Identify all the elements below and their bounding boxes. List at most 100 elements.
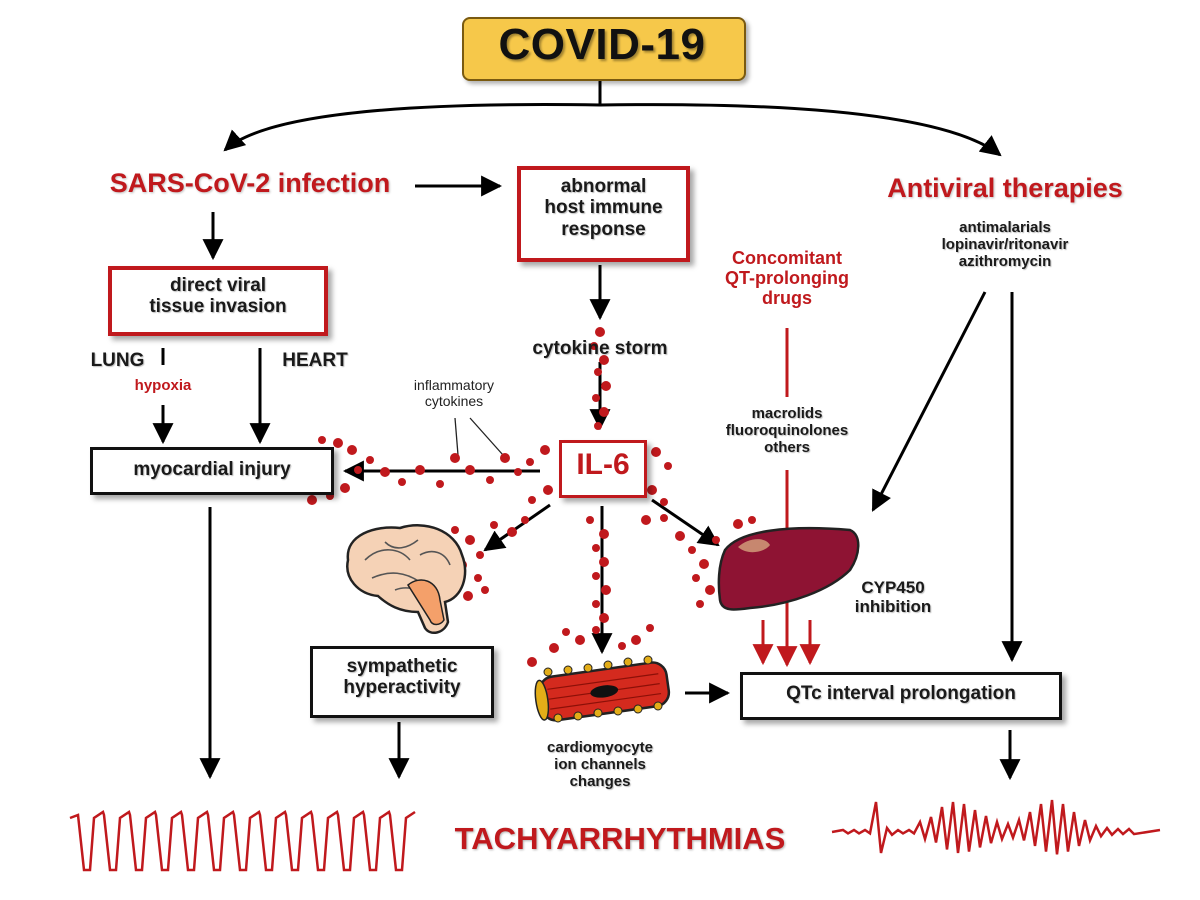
cytokine-dot xyxy=(660,514,668,522)
il6-label: IL-6 xyxy=(576,448,630,481)
qtc-label: QTc interval prolongation xyxy=(786,683,1016,704)
cytokine-dot xyxy=(333,438,343,448)
ecg-waveform-icon xyxy=(831,799,1161,855)
cytokine-dot xyxy=(465,535,475,545)
sympathetic-label: sympathetic hyperactivity xyxy=(343,656,461,699)
ion-channel-knob xyxy=(553,713,563,723)
ecg-waveform-icon xyxy=(69,810,416,872)
ion-channel-knob xyxy=(543,667,553,677)
cytokine-dot xyxy=(599,407,609,417)
cytokine-dot xyxy=(592,626,600,634)
antiviral-drugs: antimalarials lopinavir/ritonavir azithr… xyxy=(941,219,1069,270)
cytokine-dot xyxy=(540,445,550,455)
cytokine-dot xyxy=(476,551,484,559)
cytokine-dot xyxy=(599,557,609,567)
ion-channel-knob xyxy=(563,665,573,675)
cytokine-dot xyxy=(664,462,672,470)
il6-box xyxy=(559,440,647,498)
cytokine-dot xyxy=(451,526,459,534)
ion-channel-knob xyxy=(573,711,583,721)
cytokine-dot xyxy=(307,495,317,505)
cytokine-dot xyxy=(592,572,600,580)
cytokine-dot xyxy=(646,624,654,632)
cytokine-dot xyxy=(543,485,553,495)
inflammatory-cytokines-label: inflammatory cytokines xyxy=(413,377,495,409)
immune-text: abnormal host immune response xyxy=(544,176,663,240)
connectors xyxy=(152,80,1023,781)
antiviral-label: Antiviral therapies xyxy=(887,173,1123,203)
lung-label: LUNG xyxy=(90,350,145,371)
cytokine-dot xyxy=(601,381,611,391)
cardiomyocyte-label: cardiomyocyte ion channels changes xyxy=(547,739,653,790)
cytokine-dot xyxy=(380,467,390,477)
invasion-text: direct viral tissue invasion xyxy=(149,275,287,318)
cytokine-dot xyxy=(675,531,685,541)
cytokine-dot xyxy=(347,445,357,455)
cytokine-dot xyxy=(514,468,522,476)
cytokine-dot xyxy=(318,436,326,444)
cytokine-dot xyxy=(562,628,570,636)
cytokine-dot xyxy=(592,544,600,552)
ion-channel-knob xyxy=(593,708,603,718)
cytokine-dot xyxy=(366,456,374,464)
cytokine-dot xyxy=(601,585,611,595)
cytokine-dot xyxy=(599,355,609,365)
ion-channel-knob xyxy=(653,701,663,711)
myocardial-label: myocardial injury xyxy=(133,459,291,480)
hypoxia-label: hypoxia xyxy=(134,377,192,394)
cytokine-dot xyxy=(599,529,609,539)
ion-channel-knob xyxy=(613,706,623,716)
cytokine-dot xyxy=(575,635,585,645)
cytokine-dot xyxy=(592,600,600,608)
cytokine-dot xyxy=(474,574,482,582)
cytokine-dot xyxy=(486,476,494,484)
cytokine-dot xyxy=(500,453,510,463)
myocardial-box xyxy=(90,447,334,495)
cytokine-dot xyxy=(521,516,529,524)
cardiomyocyte-icon xyxy=(534,655,671,723)
cytokine-dot xyxy=(415,465,425,475)
cytokine-dot xyxy=(526,458,534,466)
cytokine-dot xyxy=(507,527,517,537)
cytokine-dot xyxy=(651,447,661,457)
cytokine-dot xyxy=(705,585,715,595)
cytokine-dot xyxy=(660,498,668,506)
cytokine-dot xyxy=(748,516,756,524)
cytokine-dot xyxy=(527,657,537,667)
page-title: COVID-19 xyxy=(498,20,706,69)
cytokine-dot xyxy=(465,465,475,475)
cytokine-dot xyxy=(733,519,743,529)
cytokine-storm-label: cytokine storm xyxy=(532,338,668,359)
cytokine-dot xyxy=(590,342,598,350)
cytokine-dot xyxy=(647,485,657,495)
ion-channel-knob xyxy=(623,657,633,667)
immune-box xyxy=(517,166,690,262)
ion-channel-knob xyxy=(643,655,653,665)
drug-classes-label: macrolids fluoroquinolones others xyxy=(725,405,849,456)
cytokine-dot xyxy=(549,643,559,653)
ion-channel-knob xyxy=(633,704,643,714)
cytokine-dot xyxy=(463,591,473,601)
cytokine-dot xyxy=(528,496,536,504)
title-box xyxy=(462,17,746,81)
cytokine-dot xyxy=(692,574,700,582)
qtc-box xyxy=(740,672,1062,720)
cytokine-dot xyxy=(592,394,600,402)
cytokine-dot xyxy=(594,368,602,376)
cytokine-dot xyxy=(712,536,720,544)
cyp450-label: CYP450 inhibition xyxy=(854,578,932,617)
concomitant-drugs-label: Concomitant QT-prolonging drugs xyxy=(725,248,849,309)
infection-label: SARS-CoV-2 infection xyxy=(109,168,391,198)
cytokine-dot xyxy=(490,521,498,529)
cytokine-dot xyxy=(340,483,350,493)
outcome-label: TACHYARRHYTHMIAS xyxy=(454,821,786,856)
liver-icon xyxy=(717,526,860,611)
cytokine-dot xyxy=(688,546,696,554)
cytokine-dot xyxy=(696,600,704,608)
cytokine-particles xyxy=(307,327,756,667)
cytokine-dot xyxy=(699,559,709,569)
cytokine-dot xyxy=(436,480,444,488)
cytokine-dot xyxy=(594,422,602,430)
label-pointers xyxy=(454,417,504,456)
